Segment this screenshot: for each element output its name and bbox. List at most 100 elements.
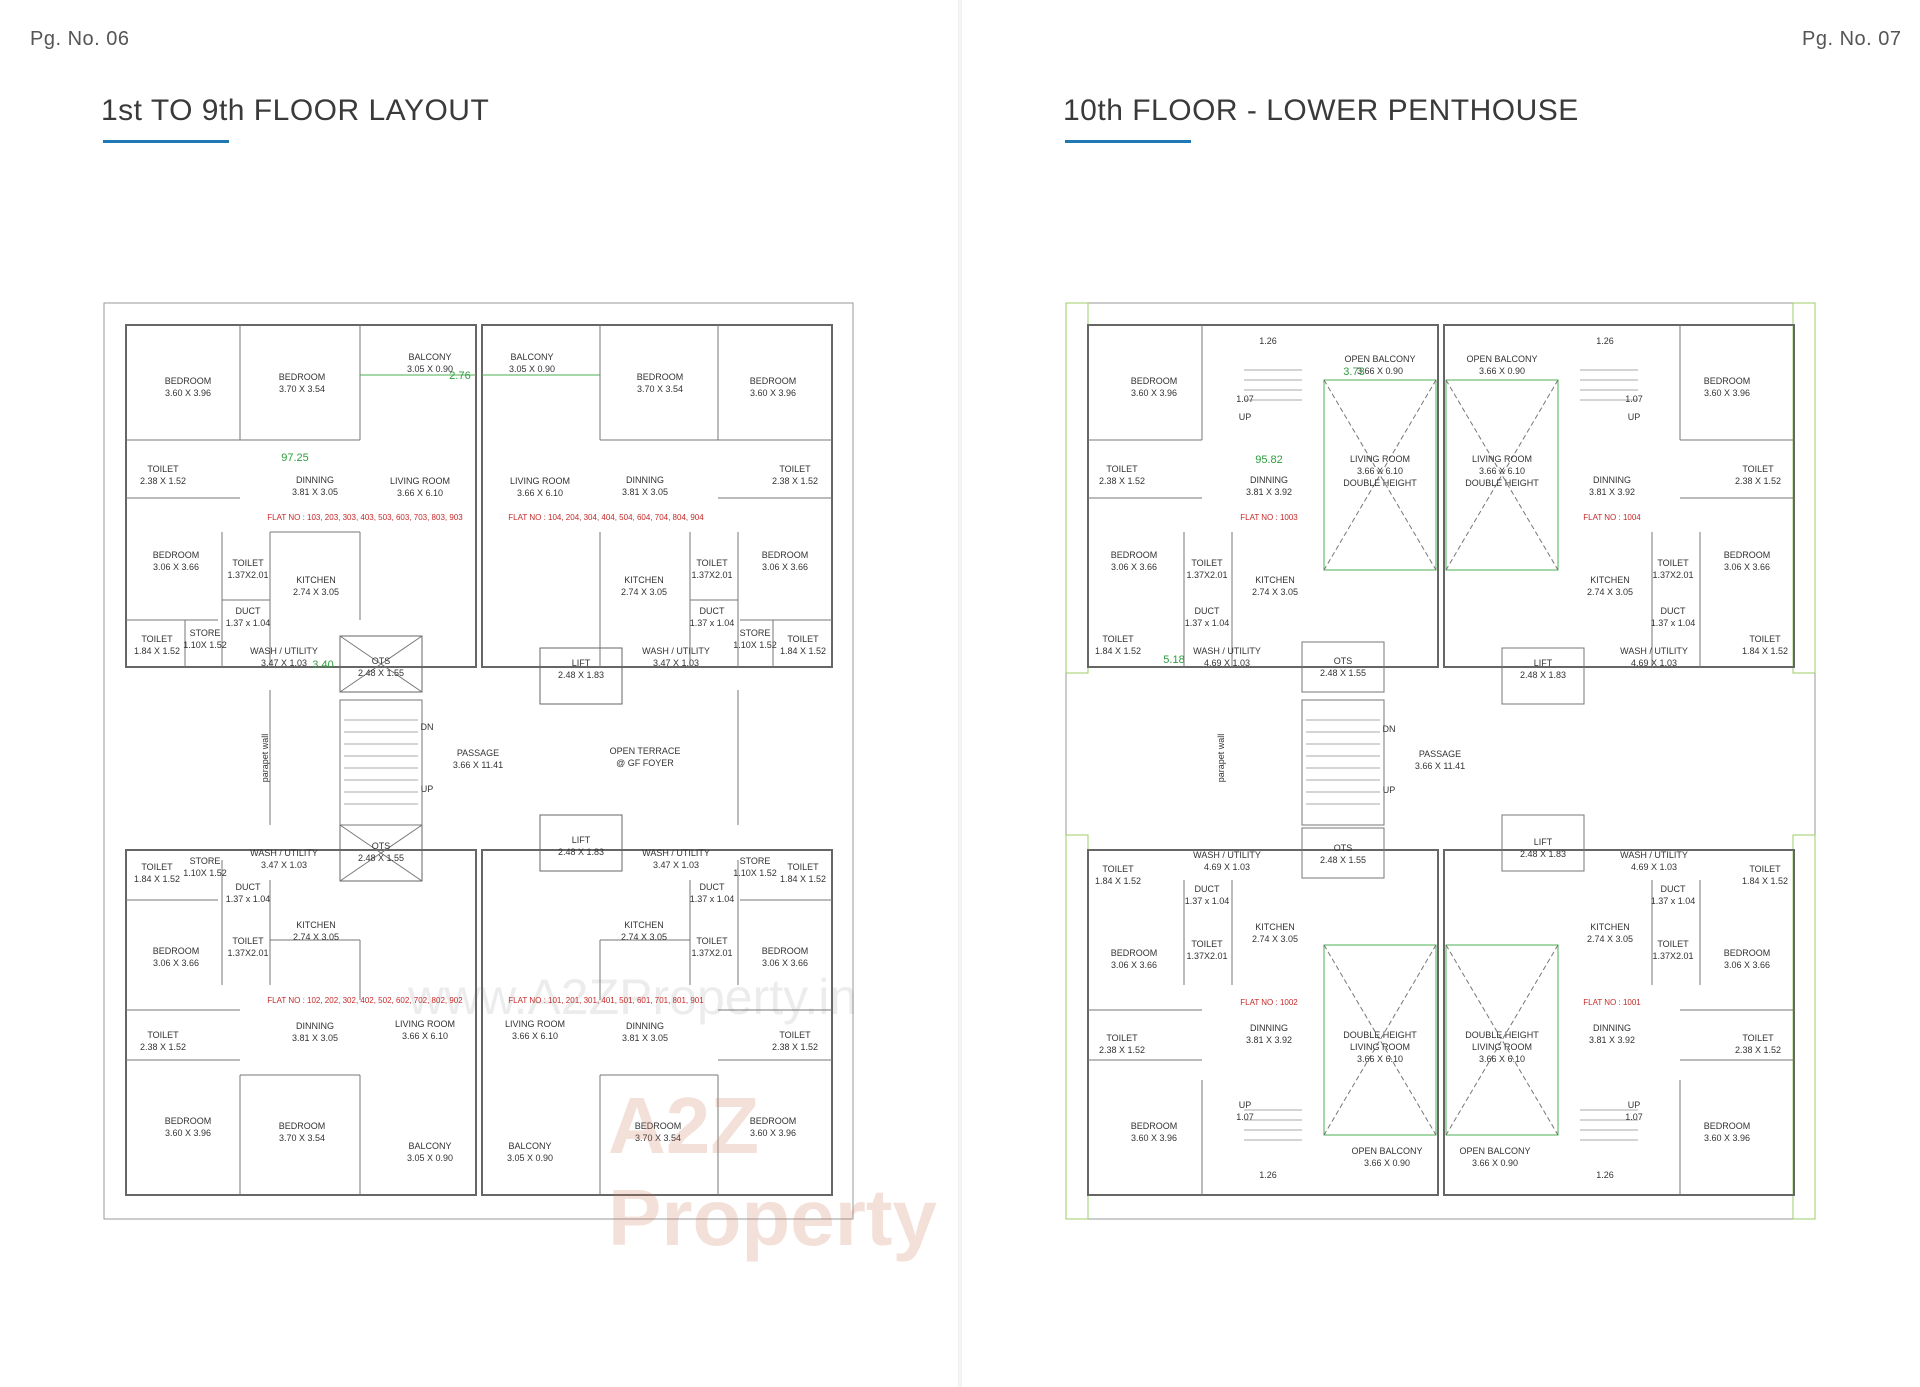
- room-dims: 3.66 X 0.90: [1364, 1158, 1410, 1168]
- room-dims: 3.05 X 0.90: [407, 1153, 453, 1163]
- room-label: STORE: [190, 856, 221, 866]
- room-dims: 1.10X 1.52: [733, 640, 777, 650]
- room-label: BEDROOM: [1131, 376, 1178, 386]
- room-label: BEDROOM: [750, 376, 797, 386]
- room-dims: 3.60 X 3.96: [1704, 388, 1750, 398]
- room-label: KITCHEN: [624, 575, 664, 585]
- room-dims: 1.37 x 1.04: [226, 618, 271, 628]
- room-label: OPEN BALCONY: [1466, 354, 1537, 364]
- room-dims: 3.47 X 1.03: [261, 658, 307, 668]
- room-dims: 3.81 X 3.92: [1589, 487, 1635, 497]
- room-dims: 3.81 X 3.05: [292, 487, 338, 497]
- room-label: TOILET: [787, 634, 819, 644]
- room-note: DOUBLE HEIGHT: [1343, 1030, 1417, 1040]
- room-dims: 2.48 X 1.55: [358, 668, 404, 678]
- room-dims: 3.60 X 3.96: [1131, 388, 1177, 398]
- room-label: TOILET: [1106, 464, 1138, 474]
- room-label: DINNING: [1250, 1023, 1288, 1033]
- room-dims: 2.74 X 3.05: [1587, 934, 1633, 944]
- room-dims: 3.66 X 6.10: [1479, 1054, 1525, 1064]
- room-dims: 1.37X2.01: [1186, 951, 1227, 961]
- room-dims: 4.69 X 1.03: [1631, 862, 1677, 872]
- room-dims: 3.06 X 3.66: [153, 958, 199, 968]
- room-dims: 2.74 X 3.05: [1587, 587, 1633, 597]
- room-dims: 3.60 X 3.96: [165, 1128, 211, 1138]
- stair-up: UP: [1628, 1100, 1641, 1110]
- room-dims: 3.60 X 3.96: [750, 1128, 796, 1138]
- room-dims: 1.37X2.01: [691, 570, 732, 580]
- room-label: LIVING ROOM: [390, 476, 450, 486]
- room-dims: 3.66 X 6.10: [1357, 1054, 1403, 1064]
- room-label: DINNING: [626, 475, 664, 485]
- room-label: BALCONY: [408, 1141, 451, 1151]
- room-dims: 2.74 X 3.05: [1252, 587, 1298, 597]
- room-label: PASSAGE: [1419, 749, 1461, 759]
- title-underline: [1065, 140, 1191, 143]
- room-dims: 1.37X2.01: [227, 570, 268, 580]
- flat-numbers: FLAT NO : 103, 203, 303, 403, 503, 603, …: [267, 513, 463, 522]
- room-dims: 2.38 X 1.52: [140, 1042, 186, 1052]
- room-label: TOILET: [232, 558, 264, 568]
- room-label: OPEN TERRACE: [610, 746, 681, 756]
- room-note: DOUBLE HEIGHT: [1343, 478, 1417, 488]
- room-label: BEDROOM: [762, 550, 809, 560]
- room-label: DINNING: [1250, 475, 1288, 485]
- room-note: DOUBLE HEIGHT: [1465, 478, 1539, 488]
- room-dims: 3.60 X 3.96: [750, 388, 796, 398]
- watermark-logo: A2Z Property: [608, 1081, 937, 1262]
- room-label: TOILET: [1657, 558, 1689, 568]
- room-dims: 1.37X2.01: [1186, 570, 1227, 580]
- stair-dim: 1.07: [1625, 394, 1643, 404]
- room-dims: 3.81 X 3.92: [1589, 1035, 1635, 1045]
- room-dims: 3.81 X 3.92: [1246, 487, 1292, 497]
- page-title: 10th FLOOR - LOWER PENTHOUSE: [1063, 94, 1579, 127]
- room-dims: 2.74 X 3.05: [293, 932, 339, 942]
- room-label: TOILET: [787, 862, 819, 872]
- room-dims: 3.66 X 6.10: [512, 1031, 558, 1041]
- room-label: OTS: [1334, 843, 1353, 853]
- area-label: 2.76: [449, 370, 470, 382]
- stair-dim: 1.26: [1596, 1170, 1614, 1180]
- flat-number: FLAT NO : 1001: [1583, 998, 1641, 1007]
- room-label: DUCT: [1195, 606, 1220, 616]
- room-label: OPEN BALCONY: [1459, 1146, 1530, 1156]
- room-label: BEDROOM: [1111, 948, 1158, 958]
- room-dims: 2.74 X 3.05: [293, 587, 339, 597]
- flat-numbers: FLAT NO : 101, 201, 301, 401, 501, 601, …: [508, 996, 704, 1005]
- room-label: OTS: [372, 656, 391, 666]
- room-dims: 3.81 X 3.92: [1246, 1035, 1292, 1045]
- room-label: BEDROOM: [1724, 948, 1771, 958]
- room-label: TOILET: [141, 634, 173, 644]
- room-dims: 2.48 X 1.55: [358, 853, 404, 863]
- room-dims: 3.06 X 3.66: [1111, 960, 1157, 970]
- room-label: TOILET: [1749, 634, 1781, 644]
- room-label: TOILET: [696, 558, 728, 568]
- room-label: LIVING ROOM: [505, 1019, 565, 1029]
- room-label: DUCT: [1195, 884, 1220, 894]
- room-dims: 2.74 X 3.05: [621, 932, 667, 942]
- room-dims: 2.48 X 1.55: [1320, 855, 1366, 865]
- room-dims: 1.84 X 1.52: [1742, 876, 1788, 886]
- room-dims: 3.60 X 3.96: [1131, 1133, 1177, 1143]
- room-label: KITCHEN: [296, 575, 336, 585]
- room-dims: 2.48 X 1.83: [1520, 670, 1566, 680]
- room-label: TOILET: [1742, 464, 1774, 474]
- room-label: BEDROOM: [635, 1121, 682, 1131]
- room-dims: 1.37X2.01: [1652, 951, 1693, 961]
- room-dims: 2.38 X 1.52: [772, 1042, 818, 1052]
- room-label: OPEN BALCONY: [1344, 354, 1415, 364]
- room-dims: 1.84 X 1.52: [780, 646, 826, 656]
- room-dims: 2.38 X 1.52: [1735, 1045, 1781, 1055]
- room-label: TOILET: [696, 936, 728, 946]
- stair-up: UP: [1383, 785, 1396, 795]
- room-label: BEDROOM: [279, 372, 326, 382]
- room-label: LIFT: [572, 835, 591, 845]
- room-label: BEDROOM: [279, 1121, 326, 1131]
- room-dims: 1.84 X 1.52: [1095, 876, 1141, 886]
- room-label: KITCHEN: [1255, 575, 1295, 585]
- room-label: STORE: [190, 628, 221, 638]
- parapet-label: parapet wall: [260, 734, 270, 783]
- room-label: WASH / UTILITY: [1620, 850, 1688, 860]
- room-label: TOILET: [1102, 634, 1134, 644]
- page-spine: [958, 0, 962, 1387]
